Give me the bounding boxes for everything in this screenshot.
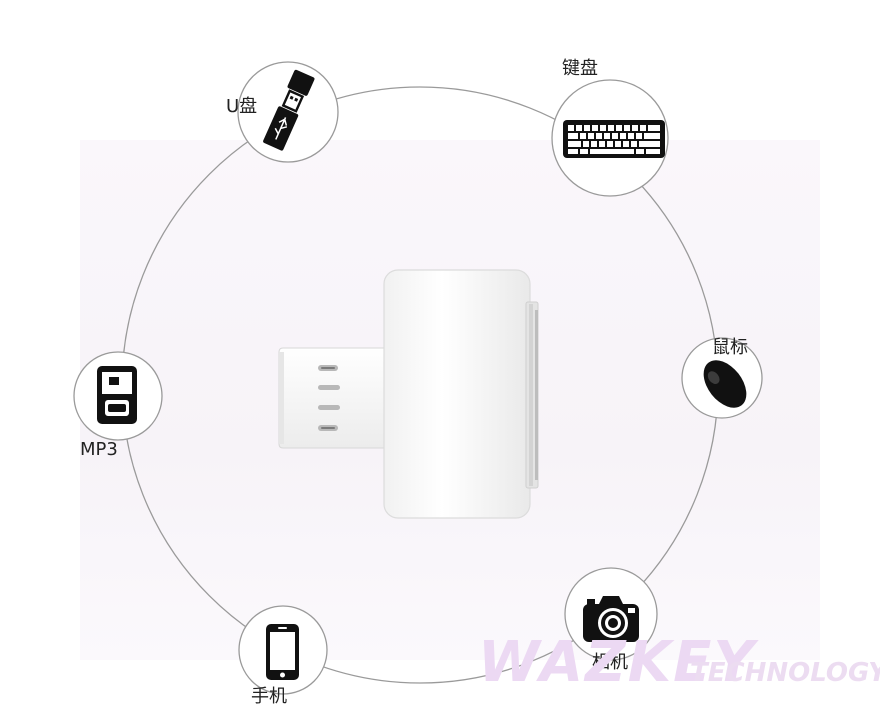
adapter-body	[383, 269, 531, 519]
phone-label: 手机	[251, 686, 287, 707]
mp3-label: MP3	[80, 439, 118, 460]
micro-usb-plug	[278, 347, 387, 449]
mouse-icon	[703, 360, 747, 408]
keyboard-label: 键盘	[562, 58, 598, 79]
usb-label: U盘	[226, 96, 258, 117]
mp3-player-icon	[97, 366, 137, 424]
otg-adapter	[278, 269, 539, 519]
phone-icon	[266, 624, 299, 680]
usb-drive-icon	[263, 69, 315, 151]
keyboard-icon	[563, 120, 665, 158]
mouse-label: 鼠标	[712, 337, 748, 358]
camera-label: 相机	[592, 652, 628, 673]
camera-icon	[583, 596, 639, 642]
